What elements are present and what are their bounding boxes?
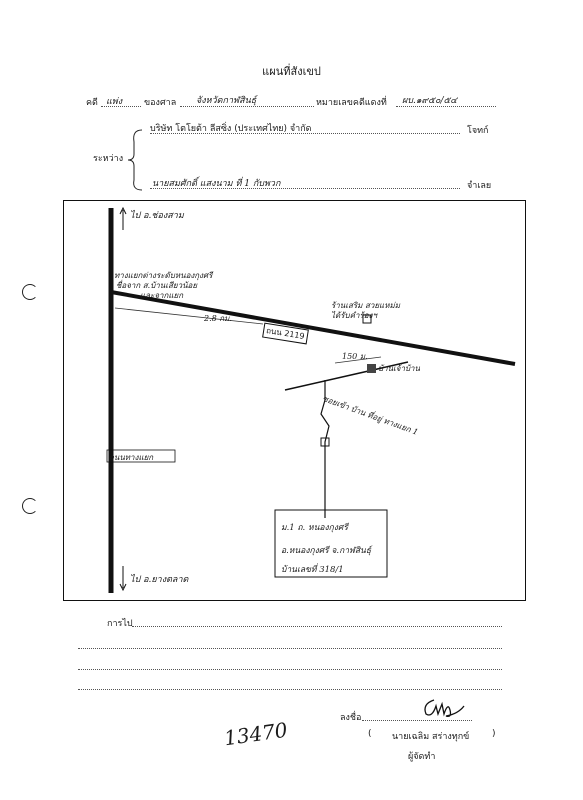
defendant-role: จำเลย bbox=[467, 181, 492, 191]
court-name: จังหวัดกาฬสินธุ์ bbox=[196, 96, 257, 106]
map-frame bbox=[63, 200, 526, 601]
note-label: การไป bbox=[107, 619, 133, 629]
handwritten-number: 13470 bbox=[222, 717, 289, 751]
house-label: บ้านเจ้าบ้าน bbox=[378, 364, 420, 373]
dotted-line bbox=[132, 626, 502, 627]
distance-2: 150 ม. bbox=[342, 352, 368, 361]
brace bbox=[128, 129, 143, 191]
road-2119 bbox=[110, 290, 516, 366]
punch-hole-bottom bbox=[22, 498, 38, 514]
left-label: ถนนทางแยก bbox=[109, 453, 154, 462]
dotted-line bbox=[101, 106, 141, 107]
sketch-map bbox=[106, 206, 516, 593]
junction-label: ทางแยกต่างระดับหนองกุงศรี bbox=[114, 271, 213, 280]
bottom-direction-label: ไป อ.ยางตลาด bbox=[130, 575, 189, 585]
court-prefix: ของศาล bbox=[144, 98, 177, 108]
red-case-label: หมายเลขคดีแดงที่ bbox=[316, 98, 387, 108]
signature bbox=[424, 699, 465, 718]
dotted-line bbox=[362, 720, 472, 721]
arrow-down-icon bbox=[119, 583, 127, 592]
page-title: แผนที่สังเขป bbox=[262, 65, 321, 78]
dotted-line bbox=[78, 689, 502, 690]
junction-sub: ชื่อจาก ส.บ้านเสียวน้อย bbox=[116, 281, 198, 290]
case-type: แพ่ง bbox=[106, 97, 123, 107]
open-paren: ( bbox=[368, 729, 372, 739]
junction-sub2: และจากแยก bbox=[140, 291, 184, 300]
plaintiff-name: บริษัท โตโยต้า ลีสซิ่ง (ประเทศไทย) จำกัด bbox=[150, 124, 312, 134]
punch-hole-top bbox=[22, 284, 38, 300]
address-box bbox=[274, 509, 388, 578]
red-case-number: ผบ.๑๙๕๐/๕๔ bbox=[402, 96, 458, 106]
dotted-line bbox=[180, 106, 314, 107]
dotted-line bbox=[78, 669, 502, 670]
shop-label: ร้านเสริม สวยแหม่ม bbox=[331, 301, 401, 310]
arrow-up-icon bbox=[119, 206, 127, 215]
distance-1: 2.8 กม. bbox=[204, 314, 232, 323]
plaintiff-role: โจทก์ bbox=[467, 126, 489, 136]
defendant-name: นายสมศักดิ์ แสงนาม ที่ 1 กับพวก bbox=[152, 179, 281, 189]
dotted-line bbox=[150, 188, 460, 189]
case-prefix: คดี bbox=[86, 98, 98, 108]
dotted-line bbox=[396, 106, 496, 107]
house-marker bbox=[367, 364, 376, 373]
top-direction-label: ไป อ.ช่องสาม bbox=[130, 211, 184, 221]
sign-label: ลงชื่อ bbox=[340, 713, 362, 723]
address-line-1: ม.1 ถ. หนองกุงศรี bbox=[281, 523, 348, 533]
close-paren: ) bbox=[492, 729, 496, 739]
signer-name: นายเฉลิม สร่างทุกข์ bbox=[392, 732, 470, 742]
dotted-line bbox=[150, 133, 460, 134]
address-line-2: อ.หนองกุงศรี จ.กาฬสินธุ์ bbox=[281, 546, 372, 556]
dotted-line bbox=[78, 648, 502, 649]
address-line-3: บ้านเลขที่ 318/1 bbox=[281, 565, 344, 575]
signer-role: ผู้จัดทำ bbox=[408, 752, 436, 762]
shop-marker bbox=[362, 314, 372, 324]
side-road bbox=[284, 361, 409, 391]
soi-path bbox=[320, 380, 330, 518]
shop-sub: ได้รับคำร้องฯ bbox=[331, 311, 377, 320]
between-label: ระหว่าง bbox=[93, 154, 124, 164]
